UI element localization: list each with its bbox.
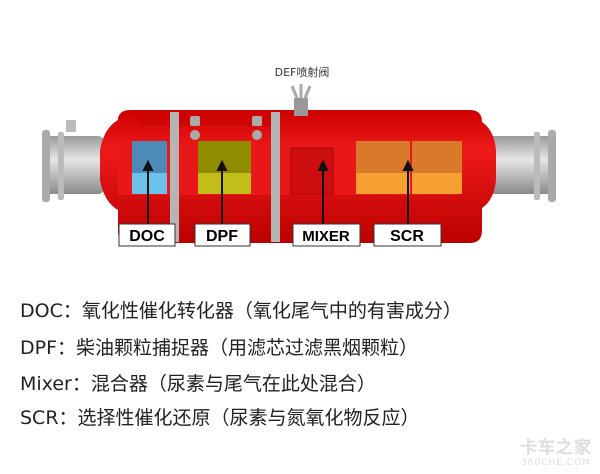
outlet-pipe: [488, 130, 556, 202]
label-mixer: MIXER: [292, 223, 361, 247]
svg-text:DOC: DOC: [129, 228, 165, 245]
dpf-core: [198, 141, 251, 194]
description-dpf: DPF：柴油颗粒捕捉器（用滤芯过滤黑烟颗粒）: [20, 337, 419, 359]
svg-text:SCR: SCR: [390, 228, 424, 245]
def-injector-label: DEF喷射阀: [275, 65, 330, 79]
watermark-logo: 卡车之家 360CHE.COM: [520, 433, 592, 468]
description-scr: SCR：选择性催化还原（尿素与氮氧化物反应）: [20, 407, 420, 429]
aftertreatment-diagram: DEF喷射阀 DOC DPF MIXER SCR: [42, 65, 556, 247]
pointer-arrows: [142, 159, 414, 225]
def-injector: [290, 84, 312, 116]
svg-text:DPF: DPF: [206, 228, 238, 245]
svg-text:MIXER: MIXER: [302, 228, 350, 245]
label-dpf: DPF: [194, 223, 251, 247]
label-doc: DOC: [118, 223, 176, 247]
doc-core: [132, 141, 167, 194]
description-mixer: Mixer：混合器（尿素与尾气在此处混合）: [20, 373, 376, 395]
scr-core: [356, 141, 462, 194]
watermark-line1: 卡车之家: [520, 438, 592, 458]
inlet-pipe: [42, 120, 104, 202]
description-doc: DOC：氧化性催化转化器（氧化尾气中的有害成分）: [20, 300, 462, 322]
watermark-line2: 360CHE.COM: [521, 458, 591, 468]
label-scr: SCR: [373, 223, 442, 247]
